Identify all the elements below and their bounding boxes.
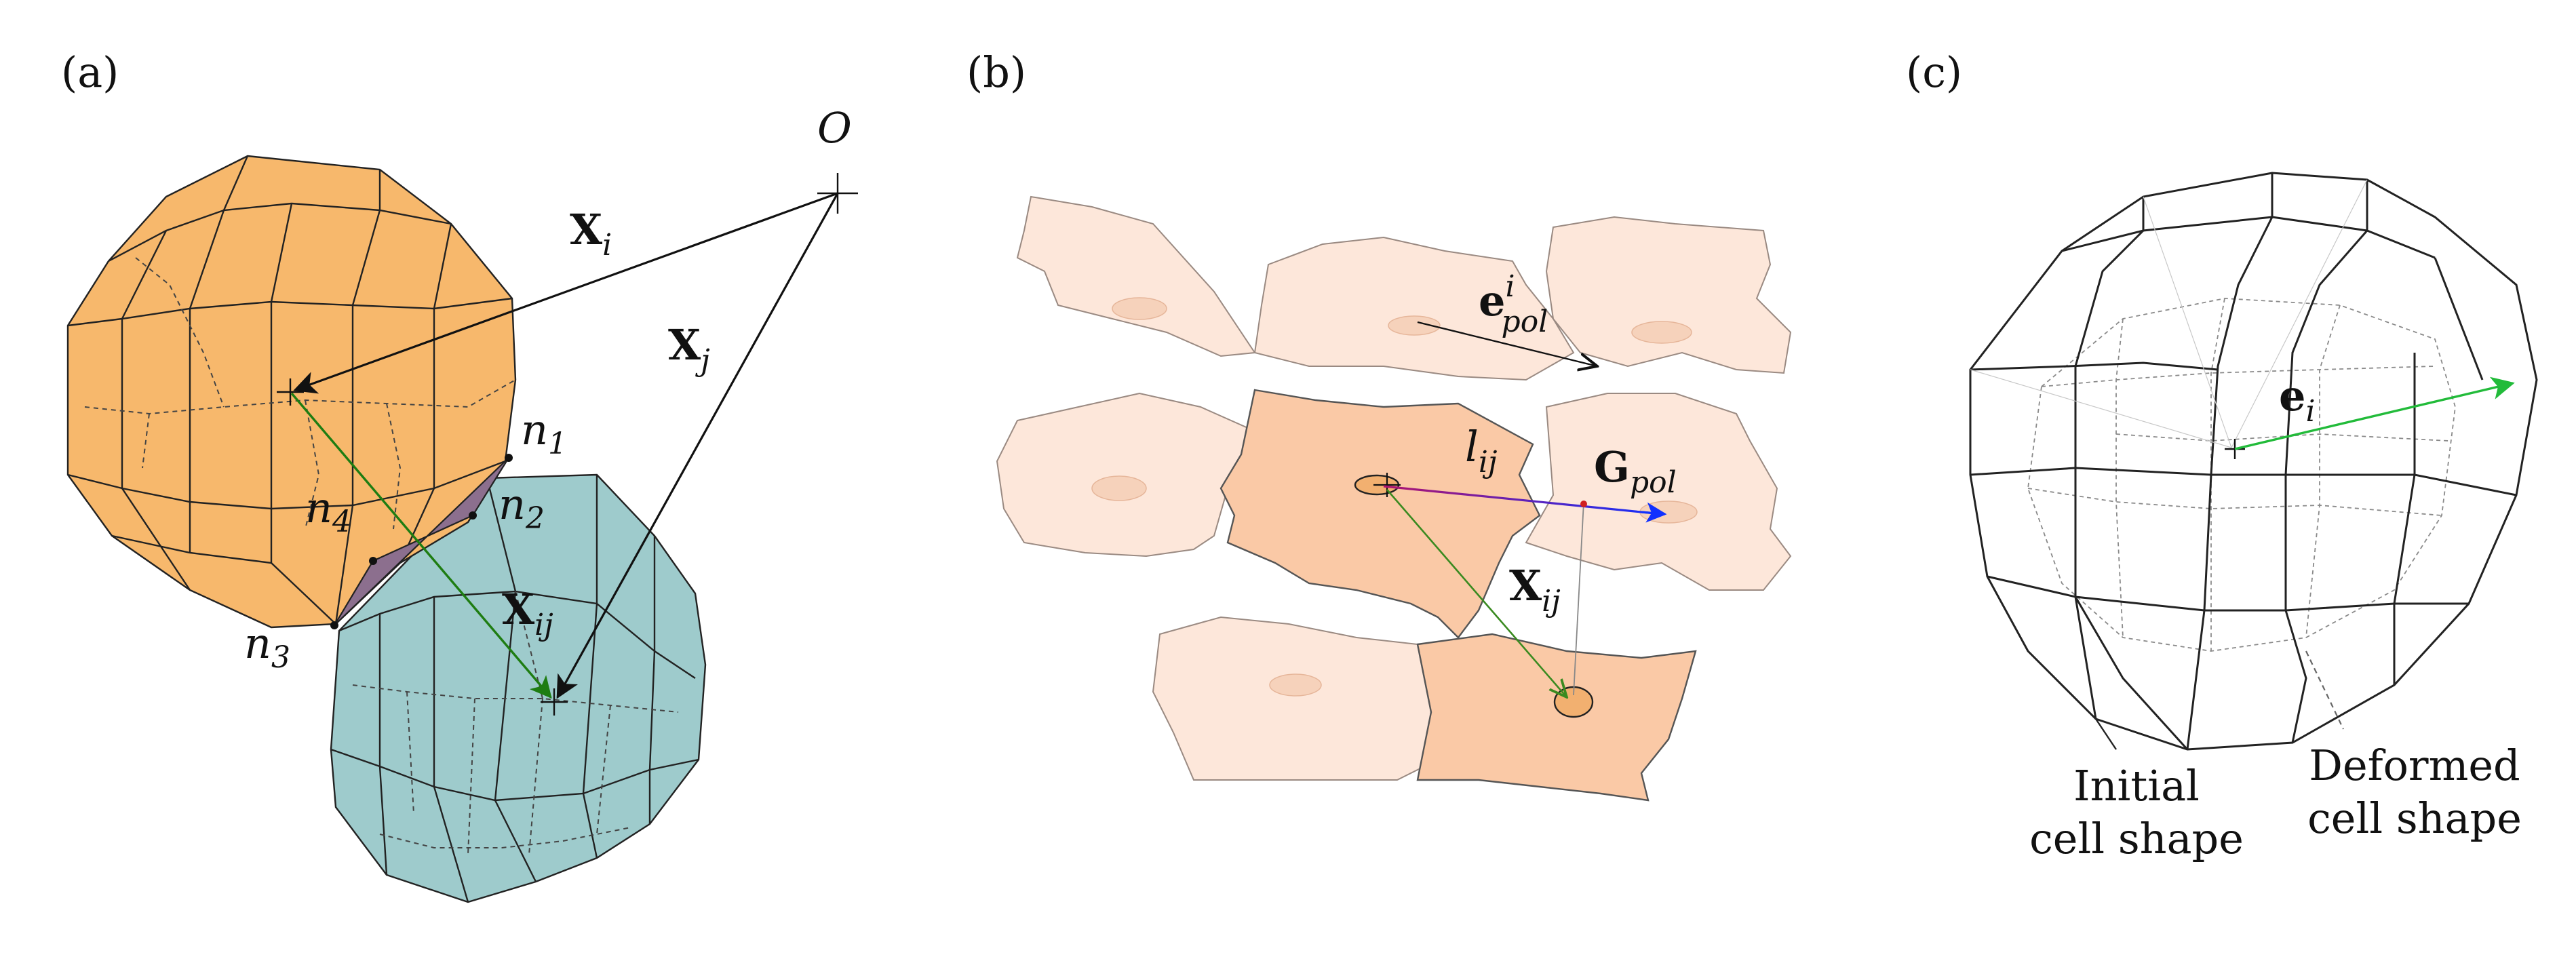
deformed-cell-shape xyxy=(2027,298,2456,652)
node-n1-dot xyxy=(505,454,513,462)
bg-cell-top-right xyxy=(1545,216,1792,374)
vector-gpol xyxy=(1383,485,1662,515)
vector-xi-label: Xi xyxy=(570,205,612,262)
bg-cell-mid-left xyxy=(996,392,1263,558)
initial-label-line2: cell shape xyxy=(2029,814,2244,863)
origin-label: O xyxy=(817,103,852,153)
initial-cell-shape xyxy=(1969,172,2538,751)
deformed-label-line2: cell shape xyxy=(2307,794,2522,843)
vector-xij-b xyxy=(1386,489,1567,697)
active-cell-i xyxy=(1219,389,1541,639)
center-j-marker xyxy=(541,688,568,716)
gpol-label: Gpol xyxy=(1594,442,1677,500)
projection-line xyxy=(1573,501,1584,696)
panel-a-tag: (a) xyxy=(61,47,119,97)
bg-cell-bottom-left xyxy=(1152,616,1432,781)
vector-xj xyxy=(556,193,839,699)
vector-xij xyxy=(290,392,552,699)
node-n2-label: n2 xyxy=(499,480,545,536)
cell-j-polyhedron xyxy=(330,473,707,903)
interior-rays xyxy=(1970,179,2368,448)
xij-label-b: Xij xyxy=(1509,561,1561,619)
vector-xij-label: Xij xyxy=(502,585,553,642)
active-cell-j xyxy=(1416,633,1697,802)
panel-b-tag: (b) xyxy=(967,47,1026,97)
panel-c-tag: (c) xyxy=(1906,47,1962,97)
panel-b: (b) xyxy=(967,47,1792,802)
center-i-marker-b xyxy=(1373,473,1401,497)
background-nuclei xyxy=(1091,297,1698,697)
deformed-label-line1: Deformed xyxy=(2309,741,2520,790)
ei-label: ei xyxy=(2279,371,2316,429)
background-cells xyxy=(996,195,1792,781)
bg-cell-mid-right xyxy=(1525,393,1792,591)
bg-cell-top-left xyxy=(1016,195,1256,357)
gpol-projection-dot xyxy=(1580,501,1587,507)
node-n2-dot xyxy=(469,511,477,520)
node-n3-dot xyxy=(330,621,338,629)
panel-a: (a) xyxy=(61,47,858,903)
lij-label: lij xyxy=(1465,422,1498,480)
panel-c: (c) xyxy=(1906,47,2538,863)
node-n3-label: n3 xyxy=(244,619,290,675)
bg-cell-top-mid xyxy=(1253,236,1575,381)
initial-leader-line xyxy=(2095,718,2117,750)
vector-xj-label: Xj xyxy=(668,320,710,378)
vector-gpol-head xyxy=(1641,502,1667,523)
vector-epol xyxy=(1417,321,1597,366)
vector-xi xyxy=(293,192,838,394)
initial-label-line1: Initial xyxy=(2073,761,2200,810)
node-n1-label: n1 xyxy=(521,405,567,461)
node-n4-label: n4 xyxy=(305,483,351,539)
node-n4-dot xyxy=(369,557,377,565)
vector-ei xyxy=(2234,376,2515,450)
deformed-leader-line xyxy=(2305,650,2344,730)
